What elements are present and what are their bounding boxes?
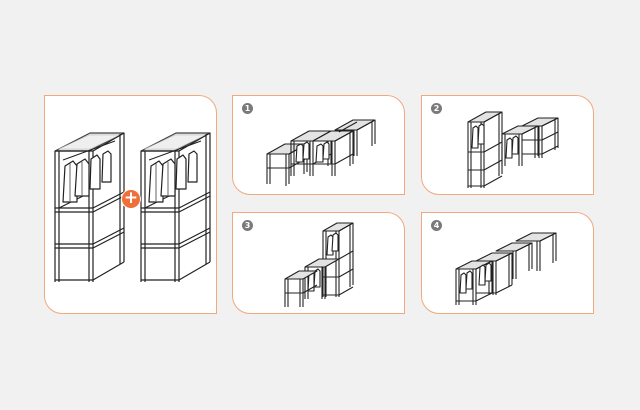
step-number-badge: 4	[431, 220, 442, 231]
plus-icon: +	[122, 188, 140, 208]
wardrobe-right	[140, 132, 211, 282]
step-number-badge: 1	[242, 103, 253, 114]
step-number-badge: 2	[431, 103, 442, 114]
wardrobe-pair-illustration	[54, 132, 211, 282]
step-1-panel: 1	[232, 95, 405, 195]
step-4-illustration	[455, 232, 557, 305]
step-2-panel: 2	[421, 95, 594, 195]
step-3-illustration	[284, 222, 354, 307]
step-1-illustration	[266, 119, 376, 186]
step-3-panel: 3	[232, 212, 405, 314]
step-2-illustration	[467, 111, 559, 188]
main-panel: +	[44, 95, 217, 314]
step-number-badge: 3	[242, 220, 253, 231]
step-4-panel: 4	[421, 212, 594, 314]
wardrobe-left	[54, 132, 125, 282]
